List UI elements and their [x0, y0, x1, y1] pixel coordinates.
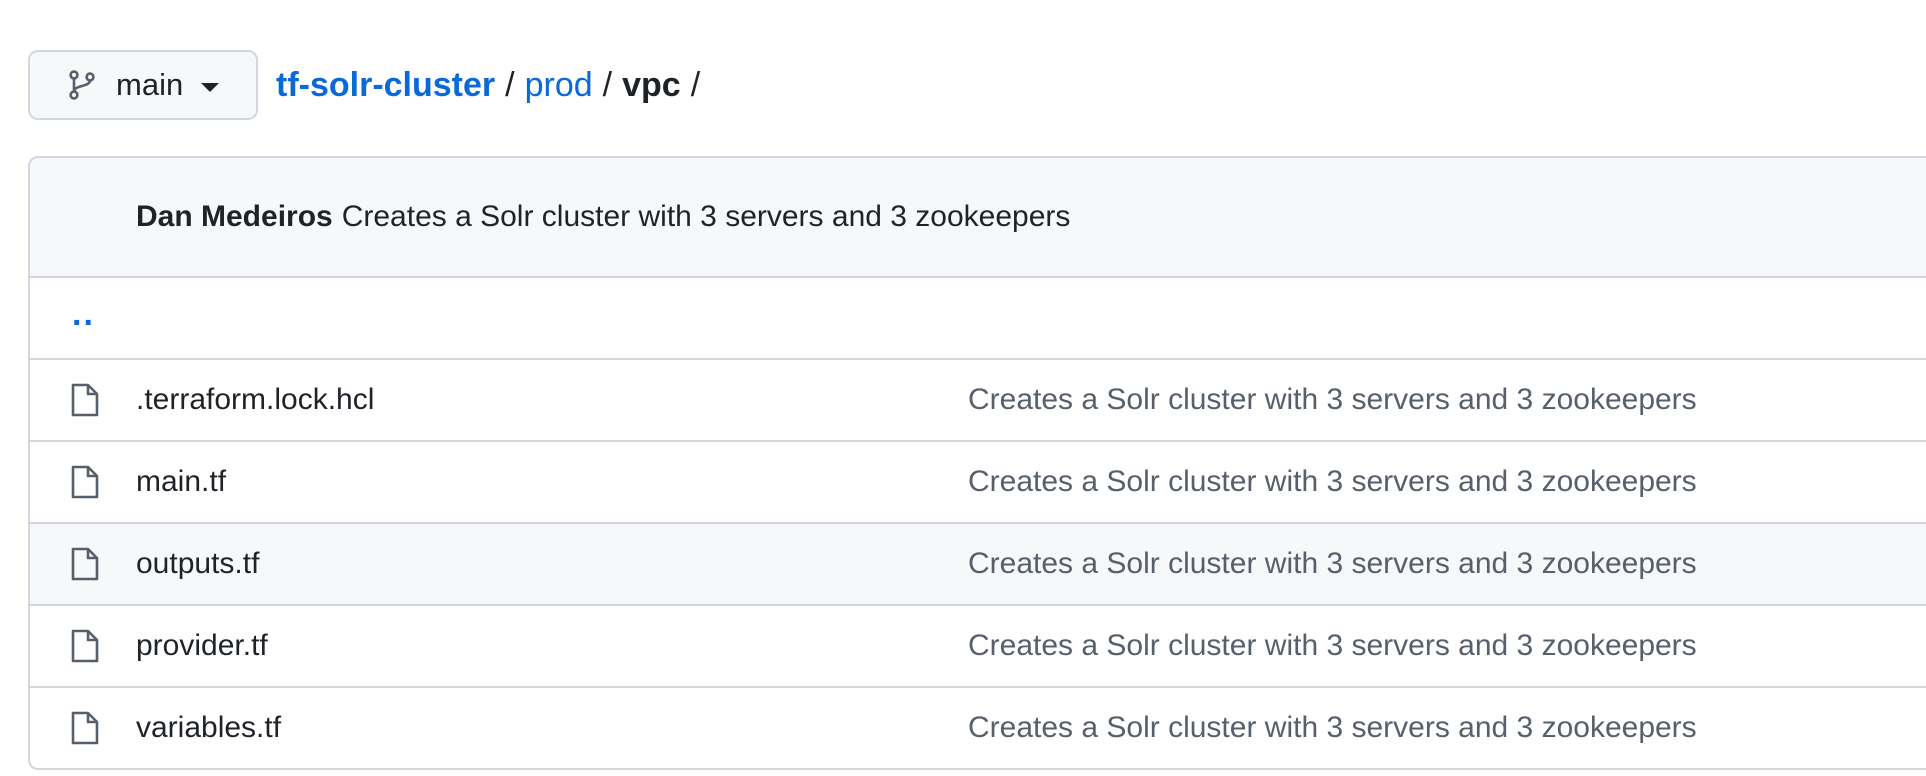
- file-name-link[interactable]: provider.tf: [136, 629, 268, 662]
- branch-selector-button[interactable]: main: [28, 50, 258, 120]
- breadcrumb-separator: /: [602, 65, 613, 104]
- file-commit-link[interactable]: Creates a Solr cluster with 3 servers an…: [968, 711, 1697, 744]
- file-list: Dan Medeiros Creates a Solr cluster with…: [28, 156, 1926, 770]
- file-commit-link[interactable]: Creates a Solr cluster with 3 servers an…: [968, 383, 1697, 416]
- file-icon: [71, 547, 99, 581]
- breadcrumb: tf-solr-cluster / prod / vpc /: [276, 66, 710, 105]
- latest-commit-header: Dan Medeiros Creates a Solr cluster with…: [30, 158, 1926, 278]
- file-row[interactable]: main.tf Creates a Solr cluster with 3 se…: [30, 442, 1926, 524]
- breadcrumb-separator: /: [505, 65, 515, 104]
- breadcrumb-separator: /: [690, 65, 701, 104]
- file-row[interactable]: provider.tf Creates a Solr cluster with …: [30, 606, 1926, 688]
- breadcrumb-repo-link[interactable]: tf-solr-cluster: [276, 65, 496, 104]
- file-icon: [71, 629, 99, 663]
- file-name-link[interactable]: variables.tf: [136, 711, 282, 744]
- breadcrumb-current: vpc: [622, 65, 681, 104]
- repo-navigation: main tf-solr-cluster / prod / vpc /: [28, 50, 710, 120]
- parent-directory-link[interactable]: ..: [72, 294, 95, 333]
- git-branch-icon: [69, 70, 95, 100]
- file-icon: [71, 465, 99, 499]
- file-row[interactable]: .terraform.lock.hcl Creates a Solr clust…: [30, 360, 1926, 442]
- branch-name: main: [116, 67, 184, 102]
- commit-author-link[interactable]: Dan Medeiros: [136, 200, 333, 233]
- file-name-link[interactable]: .terraform.lock.hcl: [136, 383, 375, 416]
- file-name-link[interactable]: main.tf: [136, 465, 227, 498]
- file-commit-link[interactable]: Creates a Solr cluster with 3 servers an…: [968, 547, 1697, 580]
- chevron-down-icon: [201, 82, 220, 92]
- file-commit-link[interactable]: Creates a Solr cluster with 3 servers an…: [968, 629, 1697, 662]
- file-name-link[interactable]: outputs.tf: [136, 547, 260, 580]
- commit-message-link[interactable]: Creates a Solr cluster with 3 servers an…: [341, 200, 1071, 233]
- file-row[interactable]: outputs.tf Creates a Solr cluster with 3…: [30, 524, 1926, 606]
- file-icon: [71, 711, 99, 745]
- breadcrumb-path-link[interactable]: prod: [524, 65, 593, 104]
- file-commit-link[interactable]: Creates a Solr cluster with 3 servers an…: [968, 465, 1697, 498]
- parent-directory-row[interactable]: ..: [30, 278, 1926, 360]
- file-row[interactable]: variables.tf Creates a Solr cluster with…: [30, 688, 1926, 768]
- file-icon: [71, 383, 99, 417]
